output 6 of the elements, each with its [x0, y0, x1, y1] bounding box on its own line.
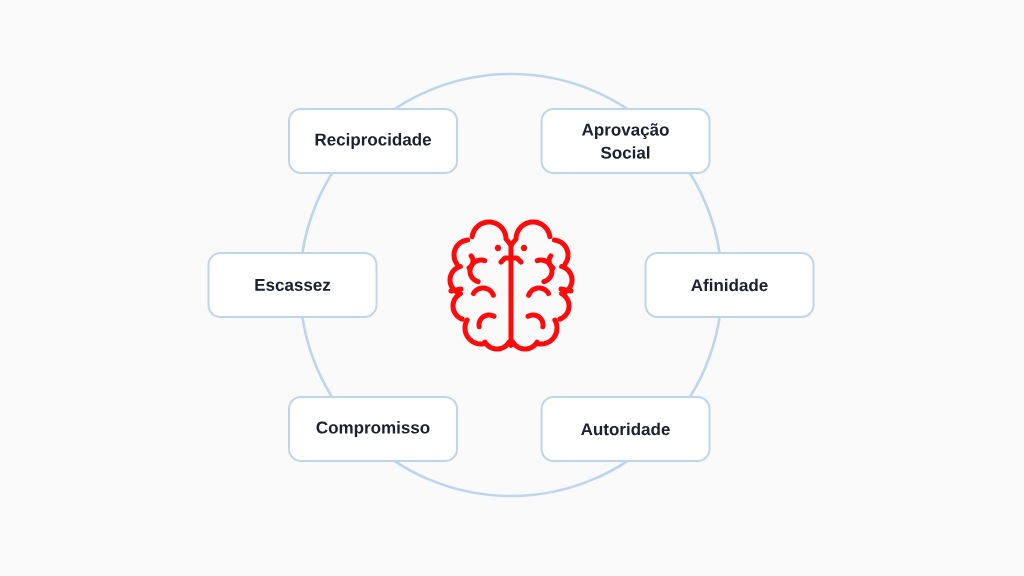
- rounded-box: Autoridade: [540, 396, 711, 462]
- rounded-box: Compromisso: [288, 396, 458, 462]
- rounded-box: Aprovação Social: [540, 108, 711, 174]
- rounded-box: Escassez: [207, 252, 378, 318]
- rounded-box: Reciprocidade: [288, 108, 458, 174]
- rounded-box: Afinidade: [644, 252, 815, 318]
